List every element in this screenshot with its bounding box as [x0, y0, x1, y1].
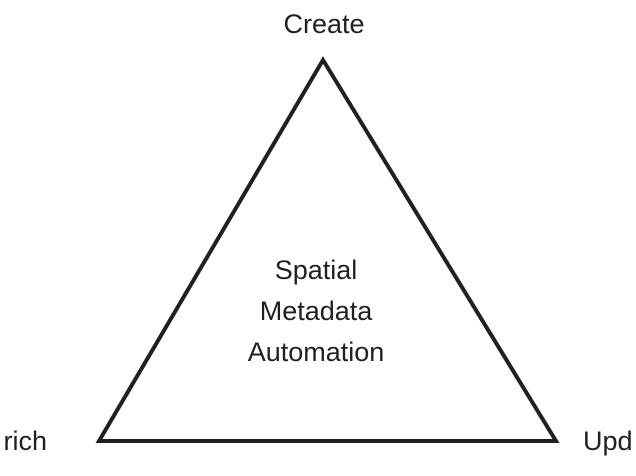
center-label-line-3: Automation	[247, 337, 385, 367]
triangle-shape	[95, 56, 560, 443]
vertex-label-top: Create	[283, 9, 365, 39]
center-label-line-2: Metadata	[259, 296, 373, 326]
vertex-label-left: rich	[3, 426, 47, 456]
center-label: Spatial Metadata Automation	[248, 250, 385, 373]
vertex-label-right: Upd	[583, 426, 633, 456]
center-label-line-1: Spatial	[274, 255, 358, 285]
